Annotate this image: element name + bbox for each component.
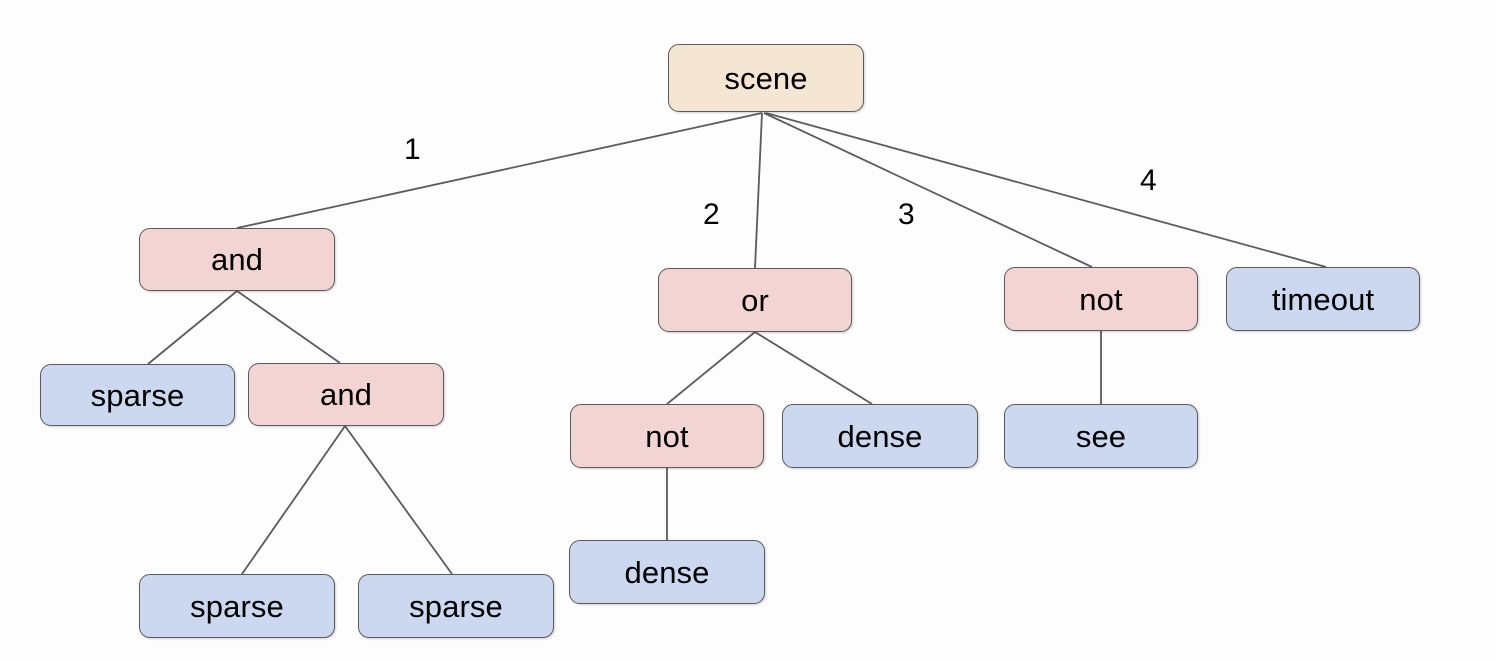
tree-node-dense1[interactable]: dense [782,404,978,468]
tree-node-scene[interactable]: scene [668,44,864,112]
tree-node-label: or [741,282,769,318]
tree-edge-scene-to-and1 [236,112,763,229]
edge-label-3: 3 [898,198,915,231]
tree-node-label: and [210,242,264,277]
tree-node-sparse2[interactable]: sparse [139,574,335,638]
tree-edge-or1-to-not2 [666,331,756,405]
edge-label-2: 2 [703,198,720,231]
tree-edge-or1-to-dense1 [754,331,873,405]
tree-node-label: see [1075,418,1127,454]
edge-label-1: 1 [404,133,421,166]
tree-node-and2[interactable]: and [248,363,444,426]
tree-node-not1[interactable]: not [1004,267,1198,331]
tree-node-label: not [645,418,689,454]
tree-node-and1[interactable]: and [139,228,335,291]
tree-edge-and2-to-sparse3 [344,425,453,575]
tree-node-label: and [319,377,373,412]
tree-node-label: dense [837,418,923,454]
tree-node-label: not [1079,281,1123,317]
tree-node-sparse1[interactable]: sparse [40,364,235,426]
tree-node-not2[interactable]: not [570,404,764,468]
tree-node-label: timeout [1271,281,1375,317]
tree-node-timeout1[interactable]: timeout [1226,267,1420,331]
tree-edge-scene-to-or1 [754,112,763,269]
edge-label-4: 4 [1140,164,1157,197]
tree-node-label: sparse [409,588,503,624]
tree-node-see1[interactable]: see [1004,404,1198,468]
tree-edge-scene-to-timeout1 [765,112,1327,268]
tree-node-label: dense [624,554,710,590]
tree-edge-and1-to-sparse1 [147,290,238,365]
tree-edge-and2-to-sparse2 [241,425,346,575]
tree-node-label: sparse [90,377,185,413]
tree-node-sparse3[interactable]: sparse [358,574,554,638]
tree-node-label: sparse [190,588,284,624]
tree-node-or1[interactable]: or [658,268,852,332]
tree-node-dense2[interactable]: dense [569,540,765,604]
tree-edge-scene-to-not1 [763,112,1093,268]
tree-node-label: scene [724,60,808,96]
tree-edge-and1-to-and2 [236,290,341,364]
